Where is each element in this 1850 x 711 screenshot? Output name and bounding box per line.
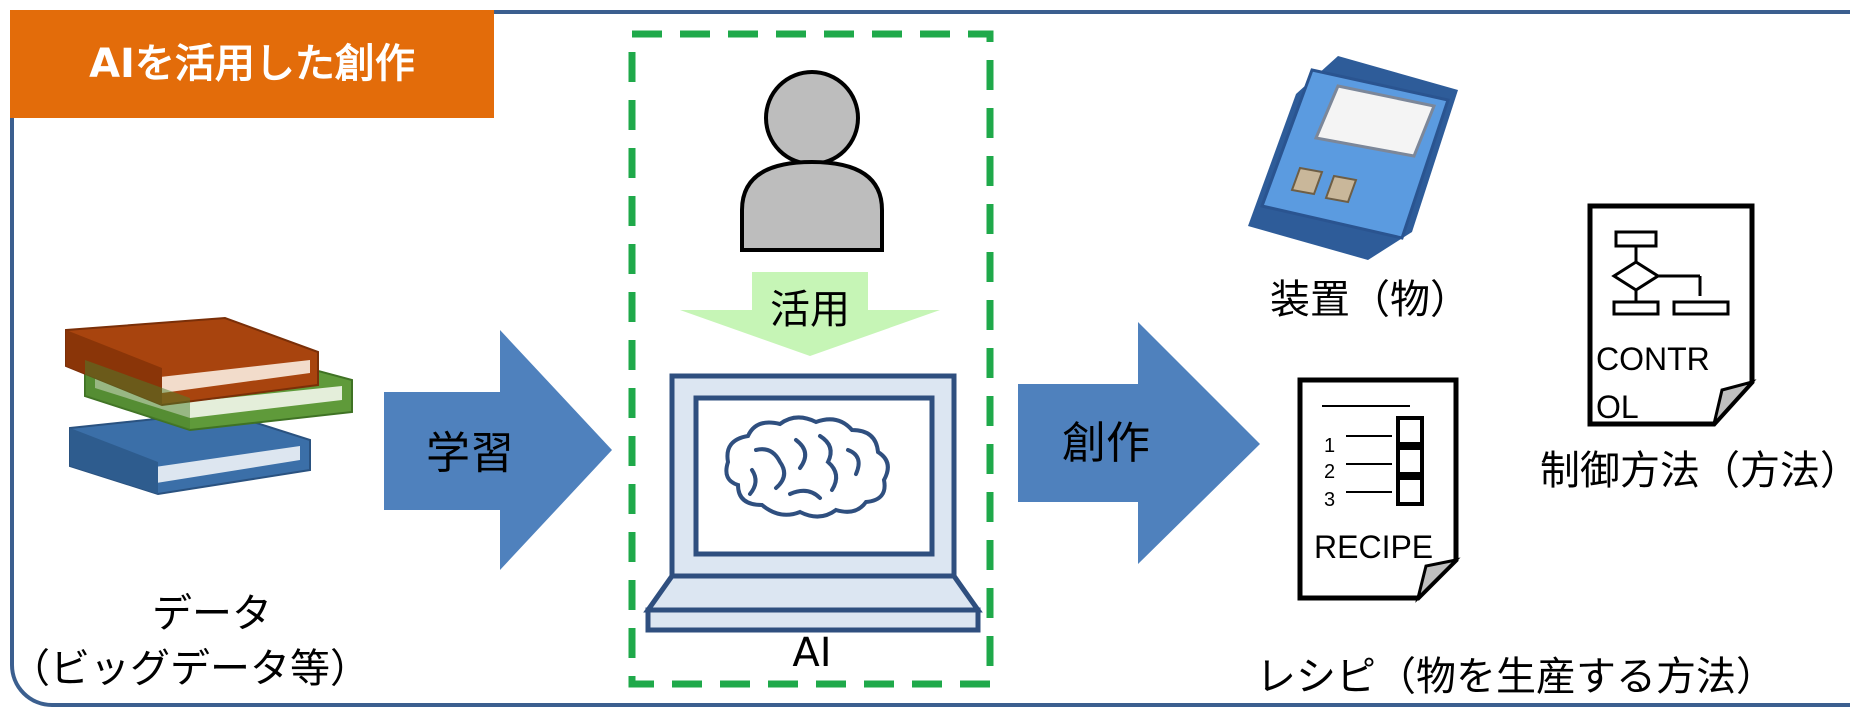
- outer-frame: [10, 10, 1850, 707]
- use-arrow: 活用: [680, 272, 940, 356]
- recipe-item-3: 3: [1324, 489, 1335, 511]
- learn-arrow: 学習: [384, 330, 612, 570]
- recipe-doc-text: RECIPE: [1314, 529, 1433, 565]
- books-icon: [65, 316, 353, 496]
- device-label: 装置（物）: [1270, 277, 1470, 323]
- title-box: AIを活用した創作: [10, 10, 494, 118]
- data-label-line2: （ビッグデータ等）: [10, 646, 370, 692]
- person-icon: [740, 70, 884, 252]
- use-arrow-label: 活用: [770, 287, 850, 333]
- ai-usage-dashed-box: [628, 30, 994, 688]
- data-label-line1: データ: [152, 591, 272, 637]
- control-label: 制御方法（方法）: [1540, 448, 1850, 494]
- control-doc-text-line2: OL: [1596, 389, 1639, 425]
- ai-label: AI: [792, 630, 831, 676]
- title-text: AIを活用した創作: [89, 41, 415, 87]
- create-arrow: 創作: [1018, 322, 1260, 564]
- learn-arrow-label: 学習: [426, 428, 514, 479]
- recipe-document-icon: [1297, 377, 1461, 603]
- brain-icon: [724, 415, 890, 519]
- recipe-label: レシピ（物を生産する方法）: [1256, 654, 1776, 700]
- laptop-icon: [643, 373, 983, 633]
- recipe-item-1: 1: [1324, 435, 1335, 457]
- device-icon: [1248, 56, 1458, 260]
- create-arrow-label: 創作: [1062, 418, 1150, 469]
- recipe-item-2: 2: [1324, 461, 1335, 483]
- control-document-icon: [1587, 203, 1757, 427]
- control-doc-text-line1: CONTR: [1596, 341, 1710, 377]
